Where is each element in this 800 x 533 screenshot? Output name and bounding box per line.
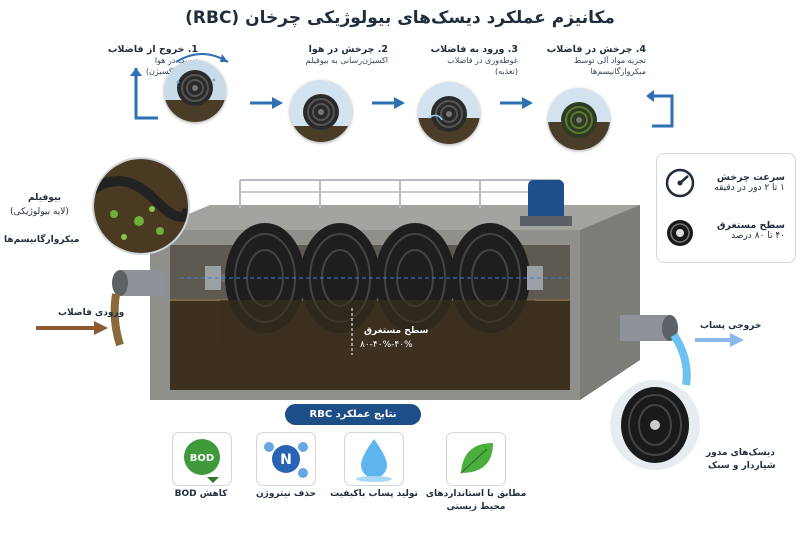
biofilm-zoom xyxy=(92,157,190,255)
submerge-value: ۴۰ تا ۸۰ درصد xyxy=(731,231,785,241)
biofilm-label: بیوفیلم xyxy=(28,193,61,203)
step-2: 2. چرخش در هوا اکسیژن‌رسانی به بیوفیلم xyxy=(268,44,388,66)
results-title: نتایج عملکرد RBC xyxy=(285,404,421,425)
step-3-disc-icon xyxy=(418,82,480,144)
step-4-disc-icon xyxy=(548,88,610,150)
result-standards-label-2: محیط زیستی xyxy=(446,502,506,512)
flow-arrow-icon xyxy=(250,97,283,109)
bod-reduction-icon: BOD xyxy=(184,439,220,483)
submerge-row: سطح مستغرق ۴۰ تا ۸۰ درصد xyxy=(717,220,785,241)
speed-value: ۱ تا ۲ دور در دقیقه xyxy=(714,183,785,193)
result-bod-box: BOD xyxy=(172,432,232,486)
disc-caption-1: دیسک‌های مدور xyxy=(706,448,775,458)
submerged-value: ۴۰%-۸۰-۴۰% xyxy=(360,340,413,350)
step-2-desc1: اکسیژن‌رسانی به بیوفیلم xyxy=(305,56,388,65)
step-2-disc-icon xyxy=(290,80,352,142)
result-bod-label: کاهش BOD xyxy=(174,489,228,499)
step-3-desc2: (تغذیه) xyxy=(494,67,518,76)
microorganisms-label: میکروارگانیسم‌ها xyxy=(4,235,80,245)
step-4-heading: 4. چرخش در فاضلاب xyxy=(546,44,646,55)
step-4-desc1: تجزیه مواد آلی توسط xyxy=(573,56,646,65)
submerged-label: سطح مستغرق xyxy=(364,326,429,336)
outlet-label: خروجی پساب xyxy=(700,321,762,331)
result-nitrogen-label: حذف نیتروژن xyxy=(255,489,317,499)
step-3: 3. ورود به فاضلاب غوطه‌وری در فاضلاب (تغ… xyxy=(408,44,518,77)
inlet-label: ورودی فاضلاب xyxy=(58,308,125,318)
motor-icon xyxy=(528,180,564,220)
biofilm-sub-label: (لایه بیولوژیکی) xyxy=(10,207,69,217)
rotation-arrow-icon xyxy=(175,53,229,63)
nitrogen-icon-text: N xyxy=(280,452,292,468)
disc-icon xyxy=(667,220,693,246)
step-4-desc2: میکروارگانیسم‌ها xyxy=(590,67,646,76)
leaf-icon xyxy=(460,443,493,474)
flow-arrow-icon xyxy=(372,97,405,109)
result-effluent-label: تولید پساب باکیفیت xyxy=(330,489,418,499)
disc-caption-2: شیاردار و سبک xyxy=(708,461,776,471)
flow-arrow-icon xyxy=(500,97,533,109)
submerge-title: سطح مستغرق xyxy=(717,220,785,231)
disc-closeup xyxy=(610,380,700,470)
bod-icon-text: BOD xyxy=(190,453,214,464)
page-title: مکانیزم عملکرد دیسک‌های بیولوژیکی چرخان … xyxy=(185,8,615,28)
step-1-disc-icon xyxy=(164,60,226,122)
step-1-heading: 1. خروج از فاضلاب xyxy=(107,44,198,55)
result-standards-label-1: مطابق با استانداردهای xyxy=(425,489,527,499)
speedometer-icon xyxy=(665,168,695,198)
rbc-tank-illustration xyxy=(36,179,744,400)
step-3-desc1: غوطه‌وری در فاضلاب xyxy=(447,56,518,65)
speed-row: سرعت چرخش ۱ تا ۲ دور در دقیقه xyxy=(714,172,785,193)
step-4: 4. چرخش در فاضلاب تجزیه مواد آلی توسط می… xyxy=(528,44,646,77)
result-nitrogen-box: N xyxy=(256,432,316,486)
loop-arrow-left-icon xyxy=(130,68,158,120)
result-standards-box xyxy=(446,432,506,486)
result-effluent-box xyxy=(344,432,404,486)
speed-title: سرعت چرخش xyxy=(716,172,785,183)
step-2-heading: 2. چرخش در هوا xyxy=(308,44,388,55)
step-3-heading: 3. ورود به فاضلاب xyxy=(430,44,518,55)
info-panel: سرعت چرخش ۱ تا ۲ دور در دقیقه سطح مستغرق… xyxy=(656,153,796,263)
loop-arrow-right-icon xyxy=(646,90,674,128)
step-1-desc1: دیسک در هوا xyxy=(154,56,198,65)
water-drop-icon xyxy=(356,439,392,482)
nitrogen-icon: N xyxy=(264,442,308,478)
